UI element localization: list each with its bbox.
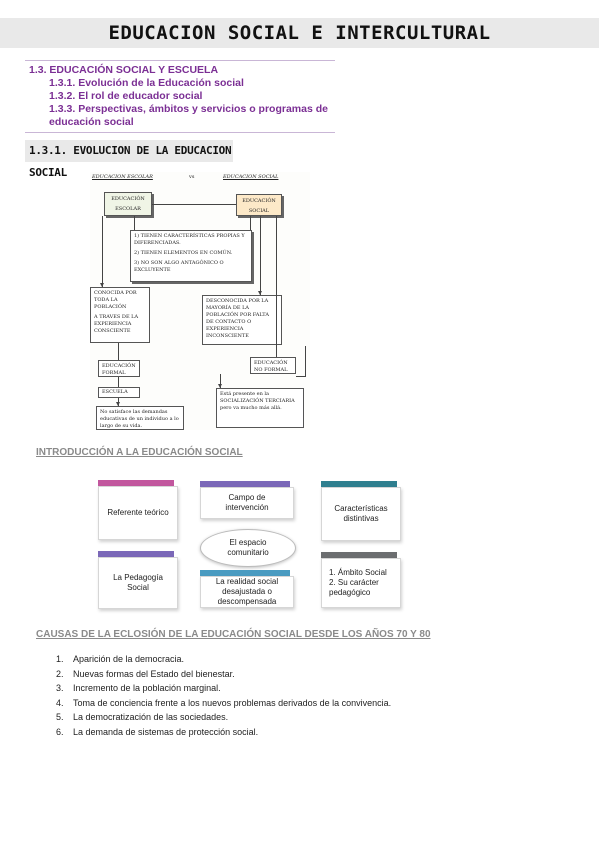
card-ambito-caracter: 1. Ámbito Social 2. Su carácter pedagógi… [321, 558, 401, 608]
card-tab-gray [321, 552, 397, 559]
connector-line [250, 216, 251, 230]
arrow-head [258, 291, 262, 295]
box-conocida: CONOCIDA POR TODA LA POBLACIÓN A TRAVES … [90, 287, 150, 343]
connector-line [296, 376, 306, 377]
list-item-text: Toma de conciencia frente a los nuevos p… [73, 697, 392, 708]
escolar-vs-social-diagram: EDUCACION ESCOLAR vs EDUCACION SOCIAL ED… [90, 172, 310, 430]
arrow-head [116, 402, 120, 406]
connector-line [134, 216, 135, 230]
box-common-traits: 1) TIENEN CARACTERÍSTICAS PROPIAS Y DIFE… [130, 230, 252, 282]
card-caracteristicas: Características distintivas [321, 487, 401, 541]
connector-line [260, 216, 261, 295]
common-trait-2: 2) TIENEN ELEMENTOS EN COMÚN. [134, 250, 233, 256]
card-ambito-social: 1. Ámbito Social [329, 568, 387, 577]
box-educacion-no-formal: EDUCACIÓN NO FORMAL [250, 357, 296, 374]
card-referente-teorico: Referente teórico [98, 486, 178, 540]
list-item: 3. Incremento de la población marginal. [56, 681, 391, 696]
box-educacion-escolar: EDUCACIÓN ESCOLAR [104, 192, 152, 216]
oval-espacio-comunitario: El espacio comunitario [200, 529, 296, 567]
card-tab-teal [321, 481, 397, 488]
box-escolar-line2: ESCOLAR [115, 206, 141, 212]
causes-list: 1. Aparición de la democracia. 2. Nuevas f… [56, 652, 391, 739]
box-bottom-right: Está presente en la SOCIALIZACIÓN TERCIA… [216, 388, 304, 428]
list-item-number: 4. [56, 697, 64, 708]
common-trait-3: 3) NO SON ALGO ANTAGÓNICO O EXCLUYENTE [134, 260, 224, 273]
card-campo-intervencion-text: Campo de intervención [225, 493, 269, 512]
box-educacion-formal: EDUCACIÓN FORMAL [98, 360, 140, 377]
list-item: 2. Nuevas formas del Estado del bienestar… [56, 667, 391, 682]
card-pedagogia-social: La Pedagogía Social [98, 557, 178, 609]
diagram-header-left: EDUCACION ESCOLAR [92, 174, 153, 180]
card-ambito-caracter-text: 1. Ámbito Social 2. Su carácter pedagógi… [329, 568, 393, 598]
page-title: EDUCACION SOCIAL E INTERCULTURAL [108, 22, 491, 44]
list-item: 1. Aparición de la democracia. [56, 652, 391, 667]
list-item-number: 5. [56, 712, 64, 722]
title-band: EDUCACION SOCIAL E INTERCULTURAL [0, 18, 599, 48]
card-tab-purple [98, 551, 174, 558]
box-bottom-left: No satisface las demandas educativas de … [96, 406, 184, 430]
causes-heading: CAUSAS DE LA ECLOSIÓN DE LA EDUCACIÓN SO… [36, 629, 431, 640]
list-item: 5. La democratización de las sociedades. [56, 710, 391, 725]
table-of-contents: 1.3. EDUCACIÓN SOCIAL Y ESCUELA 1.3.1. E… [25, 60, 335, 133]
list-item-number: 6. [56, 726, 64, 737]
diagram-header-right: EDUCACION SOCIAL [223, 174, 279, 180]
box-desconocida: DESCONOCIDA POR LA MAYORÍA DE LA POBLACI… [202, 295, 282, 345]
card-pedagogia-social-text: La Pedagogía Social [113, 573, 163, 592]
experiencia-consciente-text: A TRAVES DE LA EXPERIENCIA CONSCIENTE [94, 314, 139, 334]
box-escuela: ESCUELA [98, 387, 140, 398]
card-tab-purple [200, 481, 290, 488]
box-social-line1: EDUCACIÓN [242, 198, 276, 204]
list-item-number: 1. [56, 654, 64, 664]
toc-item-3-continued: educación social [49, 116, 134, 128]
card-campo-intervencion: Campo de intervención [200, 487, 294, 519]
list-item-text: La democratización de las sociedades. [73, 712, 229, 722]
bottom-left-text: No satisface las demandas educativas de … [100, 409, 179, 429]
list-item-text: Nuevas formas del Estado del bienestar. [73, 668, 235, 679]
list-item-number: 3. [56, 683, 64, 693]
common-trait-1: 1) TIENEN CARACTERÍSTICAS PROPIAS Y DIFE… [134, 233, 245, 246]
card-caracteristicas-text: Características distintivas [334, 504, 388, 523]
list-item: 6. La demanda de sistemas de protección s… [56, 725, 391, 740]
arrow-head [100, 283, 104, 287]
connector-line [152, 204, 236, 205]
connector-line [102, 216, 103, 287]
toc-item-main: 1.3. EDUCACIÓN SOCIAL Y ESCUELA [29, 64, 219, 76]
escuela-text: ESCUELA [102, 389, 128, 395]
bottom-right-text: Está presente en la SOCIALIZACIÓN TERCIA… [220, 391, 295, 411]
intro-heading: INTRODUCCIÓN A LA EDUCACIÓN SOCIAL [36, 447, 243, 458]
card-tab-blue [200, 570, 290, 577]
card-referente-teorico-text: Referente teórico [107, 508, 169, 517]
noformal-text: EDUCACIÓN NO FORMAL [254, 360, 288, 373]
oval-espacio-comunitario-text: El espacio comunitario [227, 538, 269, 557]
card-realidad-social-text: La realidad social desajustada o descomp… [215, 577, 279, 606]
diagram-header-vs: vs [189, 174, 195, 180]
connector-line [305, 346, 306, 376]
list-item-text: Incremento de la población marginal. [73, 683, 221, 693]
conocida-text: CONOCIDA POR TODA LA POBLACIÓN [94, 290, 137, 310]
list-item-text: La demanda de sistemas de protección soc… [73, 726, 259, 737]
box-social-line2: SOCIAL [248, 208, 270, 214]
section-band: 1.3.1. EVOLUCION DE LA EDUCACION SOCIAL [25, 140, 233, 179]
card-realidad-social: La realidad social desajustada o descomp… [200, 576, 294, 608]
connector-line [220, 374, 221, 388]
list-item-number: 2. [56, 668, 64, 679]
list-item: 4. Toma de conciencia frente a los nuevos… [56, 696, 391, 711]
card-tab-pink [98, 480, 174, 487]
box-educacion-social: EDUCACIÓN SOCIAL [236, 194, 282, 216]
arrow-head [218, 384, 222, 388]
connector-line [276, 216, 277, 357]
toc-item-2: 1.3.2. El rol de educador social [49, 90, 203, 102]
connector-line [118, 377, 119, 387]
toc-item-1: 1.3.1. Evolución de la Educación social [49, 77, 244, 89]
toc-item-3: 1.3.3. Perspectivas, ámbitos y servicios… [49, 103, 328, 115]
box-escolar-line1: EDUCACIÓN [111, 196, 145, 202]
connector-line [118, 343, 119, 360]
card-caracter-pedagogico: 2. Su carácter pedagógico [329, 578, 379, 597]
section-title: 1.3.1. EVOLUCION DE LA EDUCACION SOCIAL [29, 144, 232, 179]
desconocida-text: DESCONOCIDA POR LA MAYORÍA DE LA POBLACI… [206, 298, 269, 339]
list-item-text: Aparición de la democracia. [73, 654, 185, 664]
formal-text: EDUCACIÓN FORMAL [102, 363, 136, 376]
